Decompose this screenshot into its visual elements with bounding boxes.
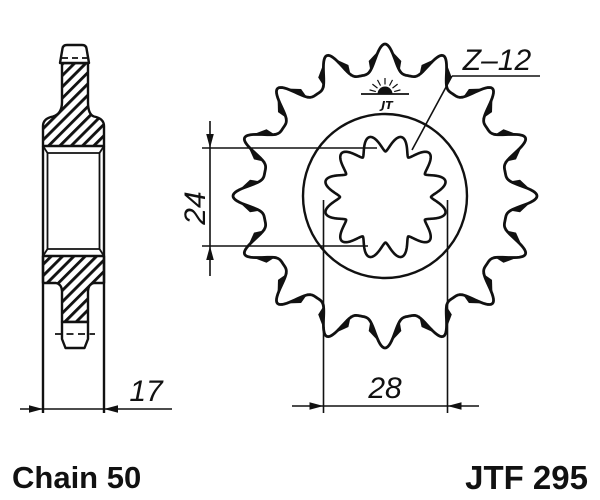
tooth-tip-chamfer [508,201,532,213]
section-upper-flange [41,61,106,148]
logo-sun-ray [394,89,401,93]
dim-arrow-28 [309,402,324,410]
tooth-tip-chamfer [284,88,308,99]
hub-bore-circle [301,112,469,280]
tooth-tip-chamfer [390,49,402,73]
tooth-tip-chamfer [445,62,452,88]
tooth-tip-chamfer [251,129,277,136]
dim-arrow-17 [104,405,118,413]
dim-hub-width-label: 17 [129,375,164,408]
tooth-tip-chamfer [333,58,351,77]
leader-line-z12 [411,75,453,151]
bottom-tooth-tip [60,320,90,350]
hub-chamfer-edge [42,145,49,154]
tooth-tip-chamfer [419,58,437,77]
logo-sun [377,86,393,94]
teeth-count-label: Z–12 [462,44,532,77]
tooth-tip-chamfer [504,144,523,162]
tooth-tip-chamfer [277,273,288,297]
jt-logo-text: JT [379,99,394,112]
dim-arrow-17 [29,405,43,413]
hub-chamfer-edge [42,248,49,257]
hub-chamfer-edge [98,145,105,154]
spline-bore-profile [324,135,447,259]
tooth-tip-chamfer [284,293,308,304]
tooth-tip-chamfer [333,315,351,334]
tooth-tip-chamfer [482,95,493,119]
logo-sun-ray [388,79,394,86]
tooth-tip-chamfer [462,88,486,99]
tooth-tip-chamfer [238,179,262,191]
dim-arrow-24 [206,246,214,260]
logo-sun-ray [372,83,378,89]
tooth-tip-chamfer [368,319,380,343]
logo-sun-ray [369,89,376,93]
tooth-tip-chamfer [508,179,532,191]
tooth-tip-chamfer [247,144,266,162]
section-lower-flange [41,254,106,324]
tooth-tip-chamfer [251,256,277,263]
tooth-tip-chamfer [277,95,288,119]
tooth-tip-chamfer [445,304,452,330]
dim-spline-width-label: 28 [367,372,402,405]
dim-arrow-24 [206,134,214,148]
top-tooth-tip [58,43,91,65]
tooth-tip-chamfer [238,201,262,213]
tooth-tip-chamfer [504,230,523,248]
tooth-tip-chamfer [419,315,437,334]
tooth-tip-chamfer [493,256,519,263]
tooth-tip-chamfer [247,230,266,248]
tooth-tip-chamfer [318,62,325,88]
tooth-tip-chamfer [482,273,493,297]
chain-size-label: Chain 50 [12,460,141,495]
dim-bore-height-label: 24 [179,191,212,225]
hub-chamfer-edge [98,248,105,257]
logo-sun-ray [392,83,398,89]
tooth-tip-chamfer [368,49,380,73]
dim-arrow-28 [447,402,462,410]
drawing-geometry [20,42,540,413]
part-number-label: JTF 295 [465,459,588,496]
logo-sun-ray [376,79,382,86]
tooth-tip-chamfer [390,319,402,343]
tooth-tip-chamfer [493,129,519,136]
tooth-tip-chamfer [462,293,486,304]
